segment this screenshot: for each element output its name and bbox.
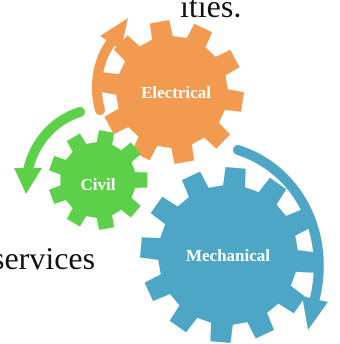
- electrical-gear-label: Electrical: [141, 83, 211, 102]
- civil-gear-shape: [49, 130, 148, 230]
- mechanical-gear: [140, 167, 316, 343]
- civil-arrow-head: [14, 168, 42, 194]
- civil-cycle-arrow: [23, 107, 85, 175]
- body-text-fragment-bottom: services: [0, 240, 96, 276]
- mechanical-gear-label: Mechanical: [186, 246, 270, 265]
- electrical-gear: [100, 20, 244, 164]
- electrical-gear-shape: [100, 20, 244, 164]
- mechanical-gear-shape: [140, 167, 316, 343]
- body-text-fragment-top: ities.: [180, 0, 242, 24]
- electrical-cycle-arrow: [91, 35, 118, 115]
- civil-gear-label: Civil: [81, 175, 116, 194]
- civil-gear: [49, 130, 148, 230]
- electrical-arrow-head: [100, 18, 128, 50]
- mechanical-cycle-arrow: [233, 145, 324, 303]
- mechanical-arrow-head: [302, 296, 328, 330]
